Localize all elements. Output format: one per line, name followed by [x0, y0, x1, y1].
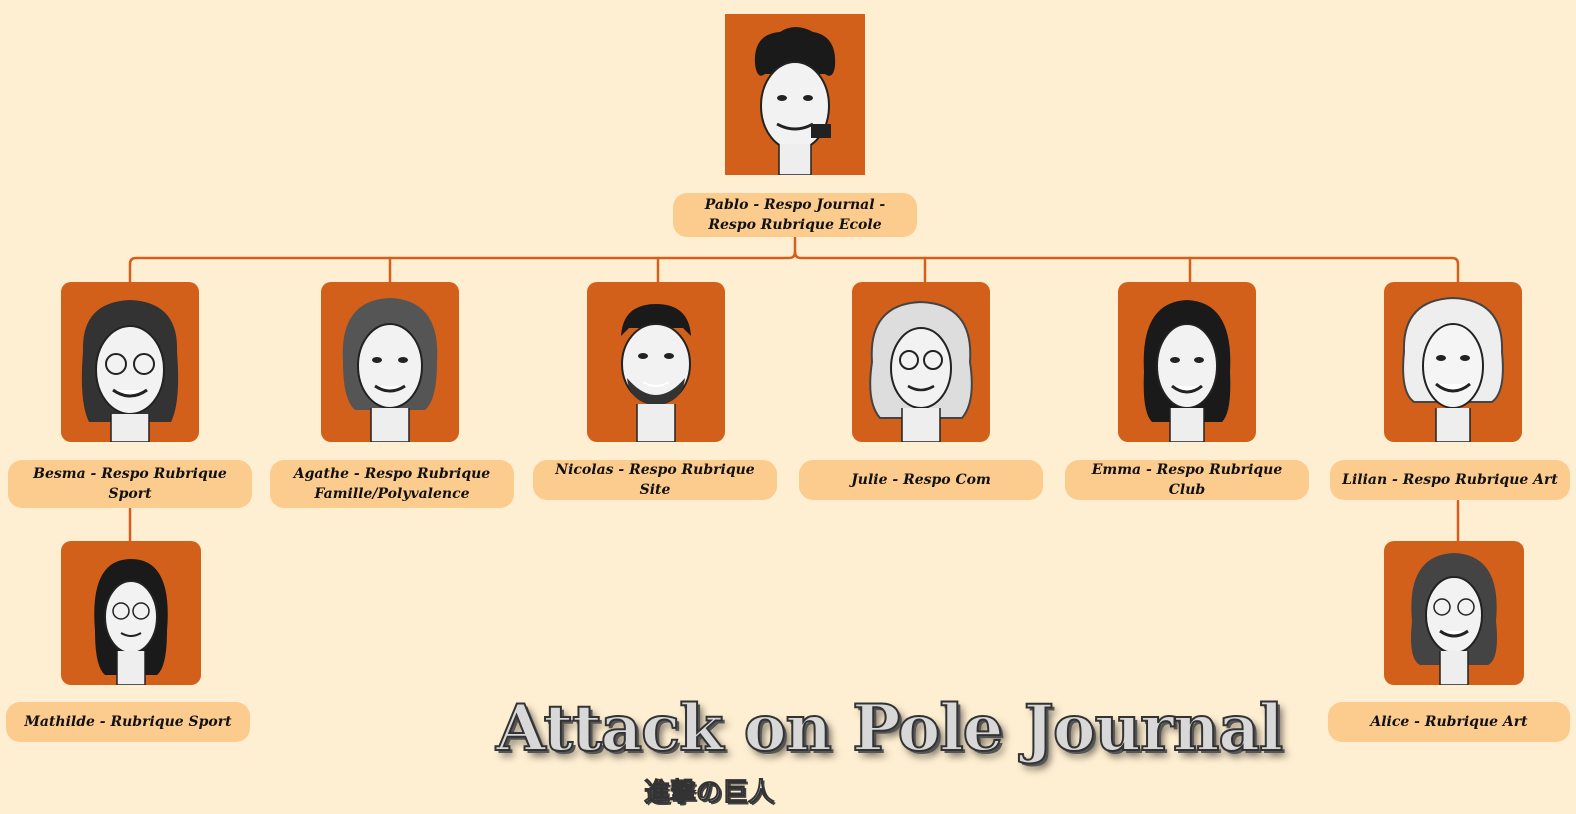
label-emma: Emma - Respo Rubrique Club [1065, 460, 1309, 500]
portrait-mathilde [61, 541, 201, 685]
label-mathilde: Mathilde - Rubrique Sport [6, 702, 250, 742]
logo-title: Attack on Pole Journal [495, 691, 1284, 766]
connector-lilian [793, 250, 1460, 284]
portrait-julie [852, 282, 990, 442]
portrait-nicolas [587, 282, 725, 442]
label-nicolas: Nicolas - Respo Rubrique Site [533, 460, 777, 500]
connector-besma [128, 234, 797, 284]
portrait-emma [1118, 282, 1256, 442]
portrait-icon [869, 300, 973, 442]
label-alice: Alice - Rubrique Art [1328, 702, 1570, 742]
portrait-icon [81, 300, 179, 442]
portrait-besma [61, 282, 199, 442]
portrait-icon [621, 304, 691, 442]
portrait-lilian [1384, 282, 1522, 442]
portrait-alice [1384, 541, 1524, 685]
portrait-icon [94, 559, 168, 685]
portrait-icon [1143, 300, 1231, 442]
portrait-pablo [725, 14, 865, 175]
label-pablo: Pablo - Respo Journal - Respo Rubrique E… [673, 193, 917, 237]
portrait-agathe [321, 282, 459, 442]
label-julie: Julie - Respo Com [799, 460, 1043, 500]
portrait-icon [1402, 296, 1504, 442]
label-lilian: Lilian - Respo Rubrique Art [1330, 460, 1570, 500]
logo-subtitle: 進撃の巨人 [643, 778, 775, 809]
portrait-icon [1411, 553, 1497, 685]
journal-logo: Attack on Pole Journal 進撃の巨人 [492, 686, 1284, 814]
portrait-icon [754, 27, 836, 175]
label-agathe: Agathe - Respo Rubrique Famille/Polyvale… [270, 460, 514, 508]
portrait-icon [342, 298, 438, 442]
label-besma: Besma - Respo Rubrique Sport [8, 460, 252, 508]
